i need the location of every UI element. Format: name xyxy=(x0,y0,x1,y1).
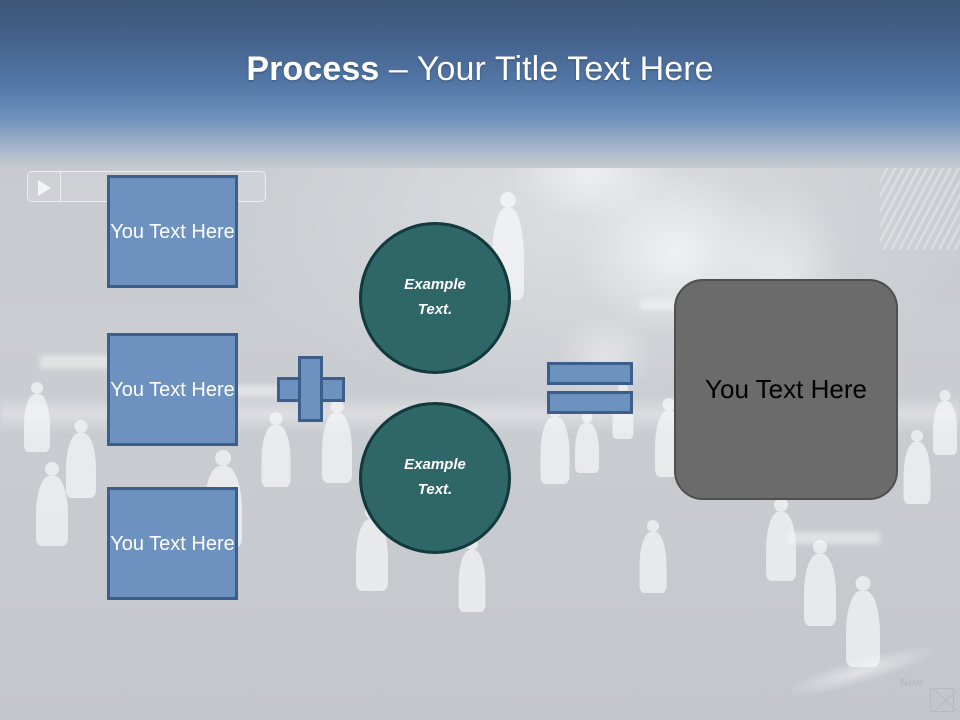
silhouette-figure xyxy=(800,540,840,628)
silhouette-figure xyxy=(258,412,294,488)
page-title-rest: – Your Title Text Here xyxy=(379,50,714,88)
input-box-3-label: You Text Here xyxy=(110,532,235,555)
broken-image-icon xyxy=(930,688,954,712)
page-title-strong: Process xyxy=(246,50,380,88)
example-circle-2-line2: Text. xyxy=(417,481,453,498)
input-box-2-label: You Text Here xyxy=(110,378,235,401)
input-box-3[interactable]: You Text Here xyxy=(107,487,238,600)
silhouette-figure xyxy=(762,498,800,582)
example-circle-1-line2: Text. xyxy=(417,301,453,318)
equals-top-bar xyxy=(547,362,633,385)
example-circle-1[interactable]: Example Text. xyxy=(359,222,511,374)
example-circle-1-line1: Example xyxy=(404,276,466,294)
silhouette-figure xyxy=(20,382,54,454)
silhouette-figure xyxy=(636,520,670,594)
slide-header-band xyxy=(0,0,960,168)
example-circle-2[interactable]: Example Text. xyxy=(359,402,511,554)
plus-sign-icon xyxy=(277,356,345,422)
input-box-1-label: You Text Here xyxy=(110,220,235,243)
equals-sign-icon xyxy=(547,362,633,414)
silhouette-figure xyxy=(62,420,100,500)
silhouette-figure xyxy=(455,538,489,614)
silhouette-figure xyxy=(318,400,356,486)
input-box-1[interactable]: You Text Here xyxy=(107,175,238,288)
silhouette-figure xyxy=(572,412,602,474)
play-icon[interactable] xyxy=(38,180,51,196)
silhouette-figure xyxy=(930,390,960,456)
silhouette-figure xyxy=(900,430,934,506)
page-title: Process – Your Title Text Here xyxy=(0,50,960,89)
silhouette-figure xyxy=(32,462,72,548)
example-circle-2-line1: Example xyxy=(404,456,466,474)
result-box-label: You Text Here xyxy=(705,374,867,404)
plus-center-mask xyxy=(301,380,320,399)
equals-bottom-bar xyxy=(547,391,633,414)
broken-image-label: New xyxy=(900,677,923,689)
player-divider xyxy=(60,172,61,201)
input-box-2[interactable]: You Text Here xyxy=(107,333,238,446)
result-box[interactable]: You Text Here xyxy=(674,279,898,500)
broken-image-placeholder: New xyxy=(900,676,958,718)
